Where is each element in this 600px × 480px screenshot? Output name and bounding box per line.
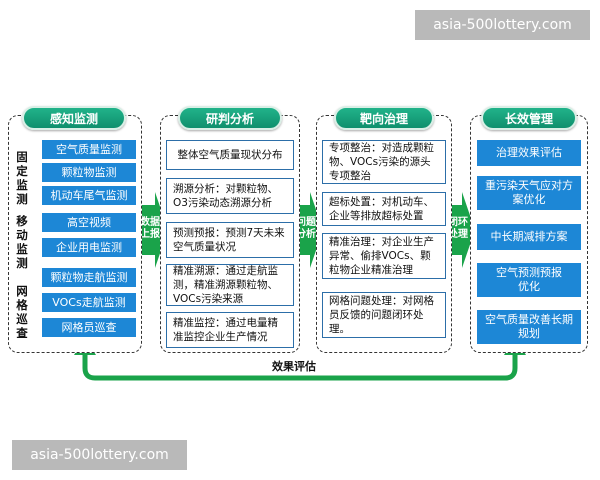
management-item: 重污染天气应对方案优化 (477, 176, 581, 210)
governance-item: 专项整治：对造成颗粒物、VOCs污染的源头专项整治 (322, 140, 446, 184)
stage-header-management: 长效管理 (481, 106, 577, 130)
side-label-fixed-monitoring: 固定监测 (16, 150, 28, 206)
connector-arrow-2 (294, 192, 323, 268)
connector-label-closed-loop: 闭环处理 (448, 217, 468, 240)
perception-item: VOCs走航监测 (42, 293, 136, 312)
stage-header-analysis: 研判分析 (178, 106, 282, 130)
analysis-item: 溯源分析：对颗粒物、O3污染动态溯源分析 (166, 178, 294, 214)
governance-item: 网格问题处理：对网格员反馈的问题闭环处理。 (322, 292, 446, 338)
analysis-item: 精准溯源：通过走航监测，精准溯源颗粒物、VOCs污染来源 (166, 264, 294, 306)
perception-item: 网格员巡查 (42, 318, 136, 337)
management-item: 空气质量改善长期规划 (477, 310, 581, 344)
watermark-bottom: asia-500lottery.com (12, 440, 187, 470)
stage-header-perception: 感知监测 (22, 106, 126, 130)
analysis-item: 整体空气质量现状分布 (166, 140, 294, 170)
analysis-item: 精准监控：通过电量精准监控企业生产情况 (166, 312, 294, 348)
side-label-grid-inspection: 网格巡查 (16, 284, 28, 340)
analysis-item: 预测预报：预测7天未来空气质量状况 (166, 222, 294, 258)
perception-item: 企业用电监测 (42, 238, 136, 257)
watermark-top: asia-500lottery.com (415, 10, 590, 40)
management-item: 空气预测预报优化 (477, 263, 581, 297)
perception-item: 机动车尾气监测 (42, 186, 136, 205)
feedback-loop-line (82, 352, 518, 381)
perception-item: 空气质量监测 (42, 140, 136, 159)
connector-label-problem-analysis: 问题分析 (296, 217, 316, 240)
management-item: 中长期减排方案 (477, 224, 581, 250)
governance-item: 精准治理：对企业生产异常、偷排VOCs、颗粒物企业精准治理 (322, 233, 446, 279)
perception-item: 高空视频 (42, 213, 136, 232)
side-label-mobile-monitoring: 移动监测 (16, 214, 28, 270)
connector-label-data-report: 数据上报 (140, 217, 160, 240)
perception-item: 颗粒物走航监测 (42, 268, 136, 287)
perception-item: 颗粒物监测 (42, 163, 136, 182)
management-item: 治理效果评估 (477, 140, 581, 166)
governance-item: 超标处置：对机动车、企业等排放超标处置 (322, 192, 446, 226)
feedback-label: 效果评估 (272, 360, 316, 373)
connector-arrow-3 (445, 192, 475, 268)
stage-header-governance: 靶向治理 (334, 106, 434, 130)
